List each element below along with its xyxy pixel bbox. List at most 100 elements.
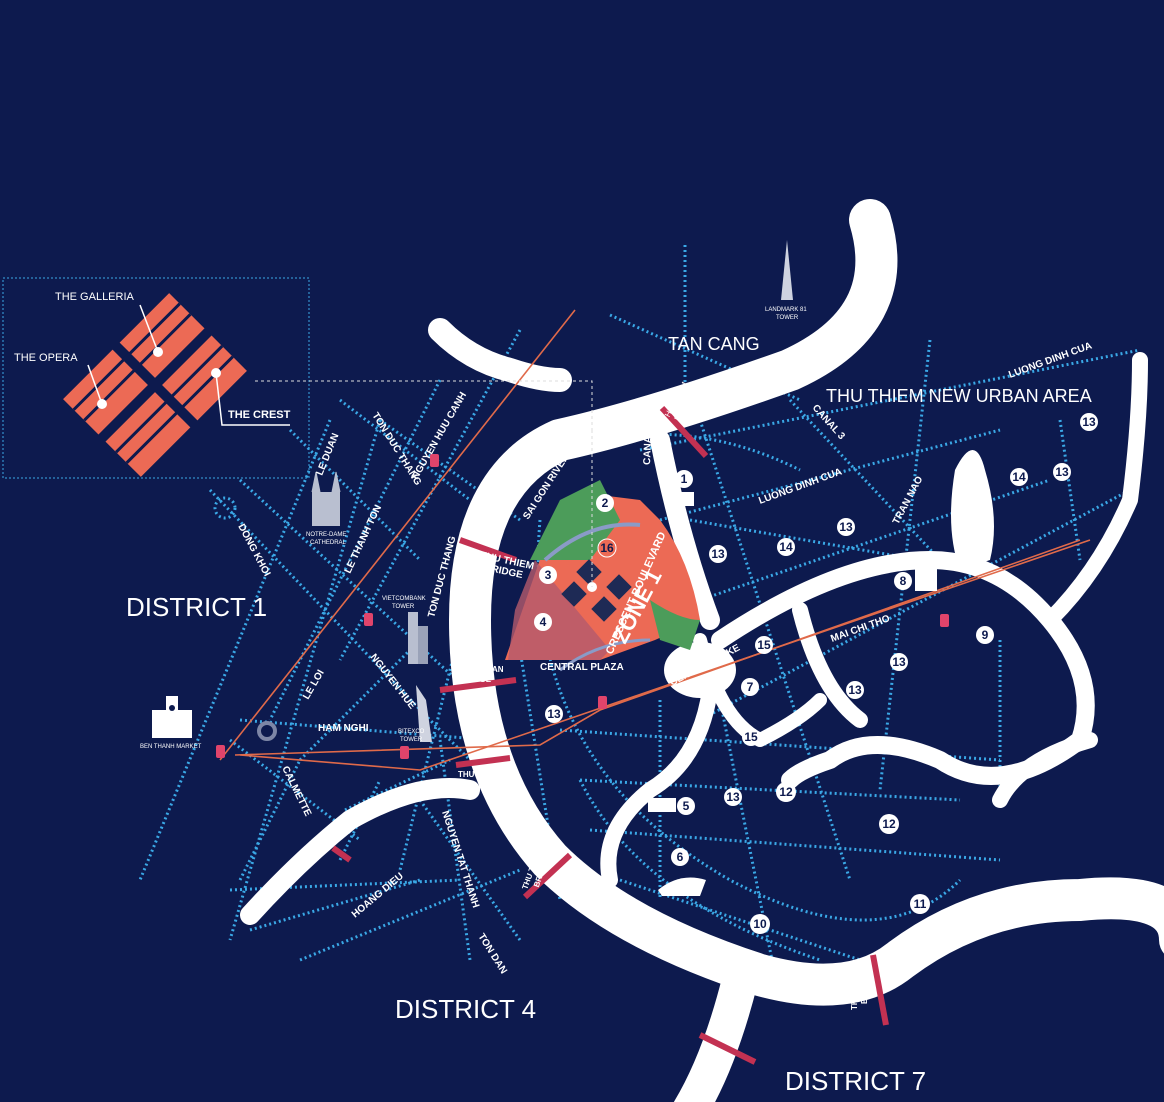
svg-text:NOTRE-DAME: NOTRE-DAME	[306, 532, 346, 538]
inset-crest-label: THE CREST	[228, 409, 291, 421]
marker-6: 6	[658, 848, 706, 896]
marker-7: 7	[741, 678, 759, 696]
svg-text:TUNNEL: TUNNEL	[462, 783, 495, 792]
marker-16: 16	[597, 538, 617, 558]
zone-1-area	[505, 430, 700, 672]
inset-galleria-label: THE GALLERIA	[55, 291, 135, 303]
landmark-labels: LANDMARK 81 TOWER NOTRE-DAME CATHEDRAL V…	[140, 307, 807, 750]
svg-text:11: 11	[914, 897, 927, 911]
district-4-label: DISTRICT 4	[395, 994, 536, 1024]
svg-text:THU THIEM: THU THIEM	[850, 966, 859, 1010]
vietcombank-tower-icon	[408, 612, 428, 664]
ben-thanh-market-icon	[152, 696, 192, 738]
svg-text:BRIDGE: BRIDGE	[860, 972, 869, 1004]
notre-dame-cathedral-icon	[311, 471, 341, 526]
svg-text:13: 13	[892, 655, 906, 669]
svg-text:PEDESTRIAN: PEDESTRIAN	[452, 665, 504, 674]
marker-14a: 14	[1010, 468, 1028, 486]
marker-15a: 15	[755, 636, 773, 654]
svg-text:9: 9	[982, 628, 989, 642]
svg-text:14: 14	[1012, 470, 1026, 484]
marker-9: 9	[976, 626, 994, 644]
svg-text:3: 3	[545, 568, 552, 582]
svg-text:13: 13	[848, 683, 862, 697]
svg-text:10: 10	[753, 917, 767, 931]
svg-text:16: 16	[600, 541, 614, 555]
central-plaza-label: CENTRAL PLAZA	[540, 662, 624, 673]
svg-text:LE DUAN: LE DUAN	[315, 432, 342, 477]
svg-text:BITEXCO: BITEXCO	[398, 729, 425, 735]
marker-1: 1	[674, 470, 694, 506]
svg-text:CANAL 1: CANAL 1	[642, 421, 655, 465]
poi-markers: 1 2 3 4 5 6 7 8 9 10 11 12 12 13 13 13 1…	[534, 413, 1098, 934]
saigon-river	[240, 199, 1164, 1102]
svg-text:13: 13	[1055, 465, 1069, 479]
svg-text:4: 4	[540, 615, 547, 629]
svg-text:DONG KHOI: DONG KHOI	[235, 522, 272, 578]
inset-opera-label: THE OPERA	[14, 352, 78, 364]
marker-5: 5	[648, 797, 695, 815]
marker-12b: 12	[879, 814, 899, 834]
svg-text:TOWER: TOWER	[400, 737, 423, 743]
svg-text:13: 13	[547, 707, 561, 721]
svg-text:8: 8	[900, 574, 907, 588]
svg-text:13: 13	[1082, 415, 1096, 429]
marker-13f: 13	[890, 653, 908, 671]
svg-text:CATHEDRAL: CATHEDRAL	[310, 540, 347, 546]
svg-text:HAM NGHI: HAM NGHI	[318, 723, 369, 734]
marker-4: 4	[534, 613, 552, 631]
marker-13b: 13	[1053, 463, 1071, 481]
svg-text:BEN THANH MARKET: BEN THANH MARKET	[140, 744, 202, 750]
svg-text:TON DAN: TON DAN	[475, 932, 508, 976]
svg-text:THU THIEM: THU THIEM	[458, 770, 502, 779]
landmark81-icon	[781, 240, 793, 300]
svg-text:12: 12	[882, 817, 896, 831]
svg-text:TRAN NAO: TRAN NAO	[891, 474, 926, 526]
svg-text:5: 5	[683, 799, 690, 813]
svg-text:VIETCOMBANK: VIETCOMBANK	[382, 596, 426, 602]
marker-12a: 12	[776, 782, 796, 802]
svg-text:LUONG DINH CUA: LUONG DINH CUA	[1007, 340, 1093, 380]
svg-text:LE THANH TON: LE THANH TON	[343, 503, 384, 575]
marker-13g: 13	[846, 681, 864, 699]
svg-text:BRIDGE: BRIDGE	[460, 675, 492, 684]
svg-text:15: 15	[757, 638, 771, 652]
marker-13h: 13	[724, 788, 742, 806]
svg-text:CALMETTE: CALMETTE	[279, 764, 313, 818]
svg-text:LUONG DINH CUA: LUONG DINH CUA	[757, 466, 843, 506]
marker-11: 11	[910, 894, 930, 914]
svg-text:NGUYEN HUU CANH: NGUYEN HUU CANH	[410, 390, 469, 481]
marker-3: 3	[539, 566, 557, 584]
bitexco-tower-icon	[416, 685, 432, 742]
svg-text:2: 2	[602, 496, 609, 510]
svg-text:7: 7	[747, 680, 754, 694]
marker-13d: 13	[709, 545, 727, 563]
thu-thiem-label: THU THIEM NEW URBAN AREA	[826, 386, 1092, 406]
inset-box: THE GALLERIA THE OPERA THE CREST	[2, 277, 593, 479]
marker-2: 2	[596, 494, 614, 512]
svg-text:1: 1	[681, 472, 688, 486]
svg-text:HOANG DIEU: HOANG DIEU	[350, 871, 406, 921]
bridges	[331, 405, 889, 1065]
metro-station-icons	[216, 454, 949, 759]
svg-text:12: 12	[779, 785, 793, 799]
svg-text:13: 13	[711, 547, 725, 561]
svg-text:13: 13	[726, 790, 740, 804]
svg-text:14: 14	[779, 540, 793, 554]
marker-10: 10	[750, 914, 770, 934]
marker-13e: 13	[545, 705, 563, 723]
svg-text:LANDMARK 81: LANDMARK 81	[765, 307, 807, 313]
svg-text:6: 6	[677, 850, 684, 864]
district-7-label: DISTRICT 7	[785, 1066, 926, 1096]
svg-text:15: 15	[744, 730, 758, 744]
svg-text:TOWER: TOWER	[776, 315, 799, 321]
marker-13a: 13	[1080, 413, 1098, 431]
marker-8: 8	[894, 555, 937, 591]
district-labels: DISTRICT 1 DISTRICT 4 DISTRICT 7 TAN CAN…	[126, 334, 1092, 1096]
district-1-label: DISTRICT 1	[126, 592, 267, 622]
svg-text:TOWER: TOWER	[392, 604, 415, 610]
tan-cang-label: TAN CANG	[668, 334, 760, 354]
metro-lines	[219, 309, 1091, 771]
marker-15b: 15	[742, 728, 760, 746]
